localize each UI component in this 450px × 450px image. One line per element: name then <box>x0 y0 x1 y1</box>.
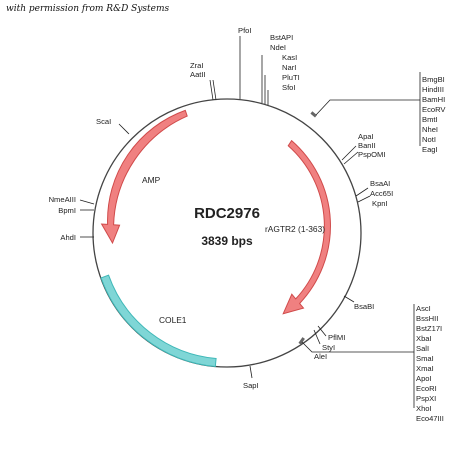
permission-credit: with permission from R&D Systems <box>6 4 170 14</box>
site-banii: BanII <box>358 141 376 150</box>
bsaai-leader <box>355 187 369 197</box>
site-sapi: SapI <box>243 381 259 390</box>
amp-feature-arrow <box>100 109 188 245</box>
site-pspomi: PspOMI <box>358 150 385 159</box>
site-acc65i: Acc65I <box>370 189 393 198</box>
bsaai-tick-2 <box>357 195 371 203</box>
site-alei: AleI <box>314 352 327 361</box>
site-bsshii: BssHII <box>416 314 438 323</box>
site-asci: AscI <box>416 304 431 313</box>
bsabi-leader <box>343 295 355 303</box>
site-ndei: NdeI <box>270 43 286 52</box>
plasmid-size: 3839 bps <box>201 234 253 248</box>
site-eco47iii: Eco47III <box>416 414 444 423</box>
site-eagi: EagI <box>422 145 438 154</box>
mcs-top-leader <box>315 99 420 116</box>
mcs-bottom-leader <box>301 341 414 353</box>
site-sfoi: SfoI <box>282 83 296 92</box>
site-bmti: BmtI <box>422 115 438 124</box>
scai-leader <box>118 123 130 135</box>
plasmid-name: RDC2976 <box>194 205 260 222</box>
sapi-leader <box>249 365 253 379</box>
site-hindiii: HindIII <box>422 85 444 94</box>
plasmid-backbone <box>92 98 362 368</box>
cole1-feature-band <box>100 274 217 368</box>
apai-leader <box>341 145 357 161</box>
site-plutI: PluTI <box>282 73 300 82</box>
site-apoi: ApoI <box>416 374 432 383</box>
ori-label: COLE1 <box>159 315 187 325</box>
site-bsaai: BsaAI <box>370 179 390 188</box>
site-sali: SalI <box>416 344 429 353</box>
site-pflmi: PflMI <box>328 333 345 342</box>
site-xbai: XbaI <box>416 334 432 343</box>
site-bamhi: BamHI <box>422 95 445 104</box>
apai-tick-2 <box>343 151 359 165</box>
site-nmeaiii: NmeAIII <box>49 195 76 204</box>
site-scai: ScaI <box>96 117 111 126</box>
mcs-bottom-marker <box>298 337 305 345</box>
site-aatii: AatII <box>190 70 206 79</box>
pflmi-leader <box>317 325 327 337</box>
site-nari: NarI <box>282 63 296 72</box>
site-bstapi: BstAPI <box>270 33 293 42</box>
site-pfoi: PfoI <box>238 26 252 35</box>
site-nhei: NheI <box>422 125 438 134</box>
site-zrai: ZraI <box>190 61 204 70</box>
site-pspxi: PspXI <box>416 394 436 403</box>
site-bsabi: BsaBI <box>354 302 374 311</box>
site-xhoi: XhoI <box>416 404 432 413</box>
left-group-leader <box>79 199 95 205</box>
site-apai: ApaI <box>358 132 374 141</box>
site-kpni: KpnI <box>372 199 388 208</box>
site-styi: StyI <box>322 343 335 352</box>
site-bpmi: BpmI <box>58 206 76 215</box>
site-bstz17i: BstZ17I <box>416 324 442 333</box>
site-ahdi: AhdI <box>60 233 76 242</box>
insert-label: rAGTR2 (1-363) <box>265 224 325 234</box>
site-noti: NotI <box>422 135 436 144</box>
aatii-tick <box>212 79 217 101</box>
site-xmai: XmaI <box>416 364 434 373</box>
site-smai: SmaI <box>416 354 434 363</box>
ragtr2-feature-arrow <box>282 139 331 315</box>
site-bmgbi: BmgBI <box>422 75 445 84</box>
mcs-top-marker <box>310 111 317 118</box>
site-kasi: KasI <box>282 53 297 62</box>
zrai-leader <box>209 79 214 101</box>
site-ecorv: EcoRV <box>422 105 446 114</box>
site-ecori: EcoRI <box>416 384 437 393</box>
styi-tick <box>313 329 321 345</box>
amp-label: AMP <box>142 175 161 185</box>
